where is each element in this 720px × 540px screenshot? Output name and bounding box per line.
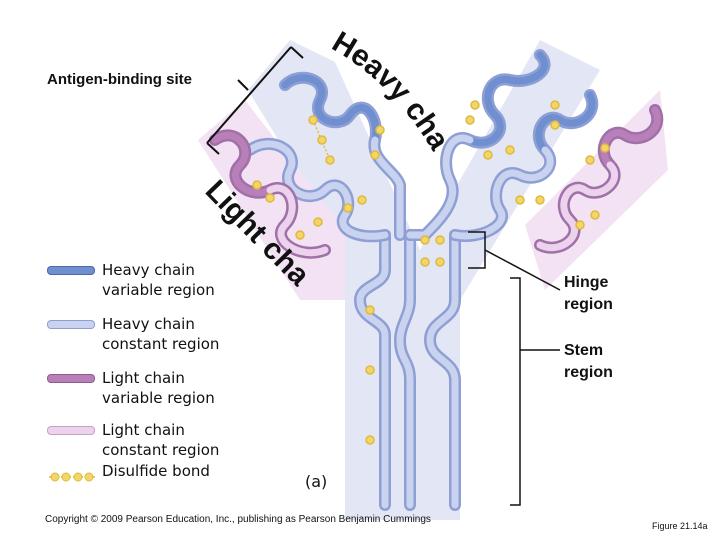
legend-swatch-disulfide: [49, 472, 95, 482]
legend-swatch-light-variable: [47, 374, 95, 383]
heavy-chain-right-inner: [449, 89, 599, 242]
legend-swatch-heavy-variable: [47, 266, 95, 275]
legend-label-light-variable: Light chain variable region: [102, 369, 215, 407]
stem-region-label: Stem region: [564, 342, 613, 381]
copyright-text: Copyright © 2009 Pearson Education, Inc.…: [45, 514, 431, 525]
heavy-chain-right-arm: [404, 49, 551, 241]
legend-label-heavy-variable: Heavy chain variable region: [102, 261, 215, 299]
region-brackets: [468, 231, 561, 506]
antigen-binding-bracket: [206, 46, 304, 155]
panel-label: (a): [305, 472, 328, 491]
hinge-region-label: Hinge region: [564, 274, 613, 313]
legend-label-heavy-constant: Heavy chain constant region: [102, 315, 220, 353]
heavy-chain-left-inner: [244, 138, 391, 243]
legend-label-disulfide: Disulfide bond: [102, 462, 210, 480]
light-chain-left: [209, 129, 331, 259]
figure-number: Figure 21.14a: [652, 521, 708, 531]
legend-swatch-light-constant: [47, 426, 95, 435]
legend-label-light-constant: Light chain constant region: [102, 421, 220, 459]
legend-swatch-heavy-constant: [47, 320, 95, 329]
stem-heavy-chains: [353, 229, 461, 511]
disulfide-bonds: [252, 100, 610, 445]
antigen-binding-site-label: Antigen-binding site: [47, 71, 192, 88]
